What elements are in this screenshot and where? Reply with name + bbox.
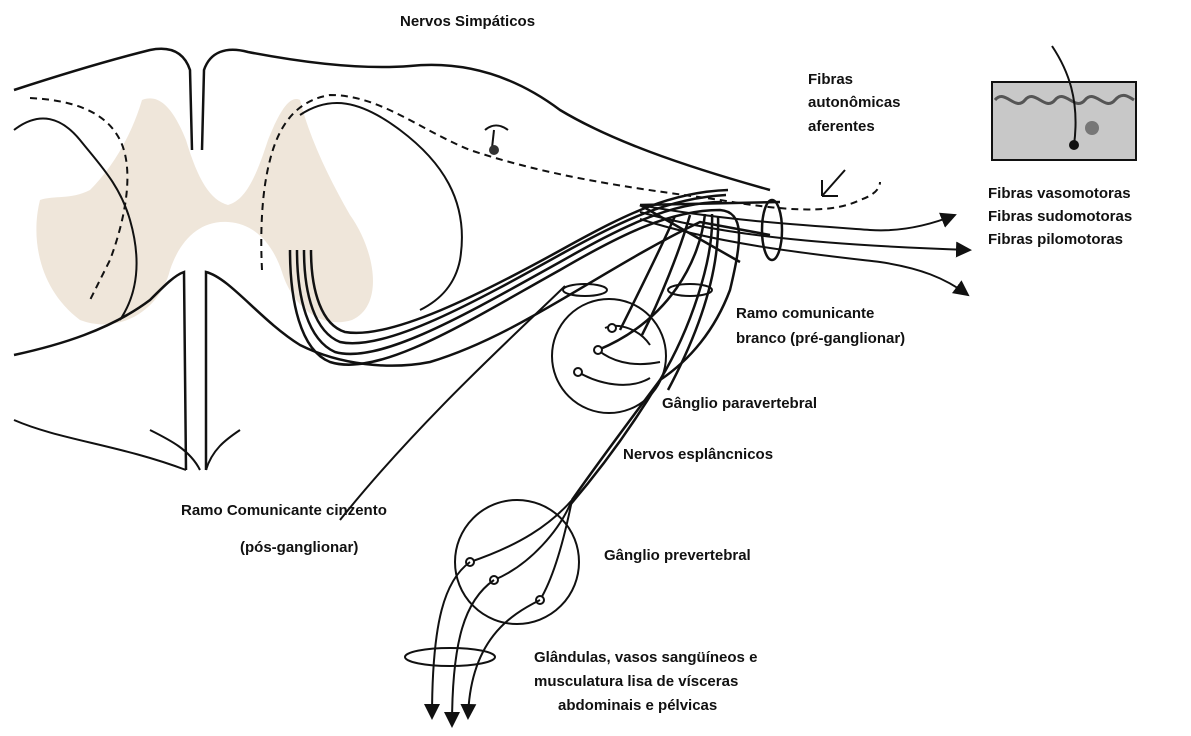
splanchnic-label: Nervos esplâncnicos bbox=[623, 443, 773, 466]
targets-label-line-2: musculatura lisa de vísceras bbox=[534, 670, 738, 693]
prevertebral-fibers bbox=[470, 500, 572, 600]
white-ramus-label-line-1: Ramo comunicante bbox=[736, 302, 874, 325]
afferent-cell-body bbox=[489, 145, 499, 155]
targets-label-line-1: Glândulas, vasos sangüíneos e bbox=[534, 646, 757, 669]
afferent-label-line-1: Fibras bbox=[808, 68, 853, 91]
afferent-label-line-2: autonômicas bbox=[808, 91, 901, 114]
gray-ramus-label-line-2: (pós-ganglionar) bbox=[240, 536, 358, 559]
visceral-fibers bbox=[432, 562, 540, 726]
prevertebral-label: Gânglio prevertebral bbox=[604, 544, 751, 567]
pilomotor-label: Fibras pilomotoras bbox=[988, 228, 1123, 251]
sudomotor-label: Fibras sudomotoras bbox=[988, 205, 1132, 228]
vasomotor-label: Fibras vasomotoras bbox=[988, 182, 1131, 205]
splanchnic-nerve bbox=[572, 380, 660, 500]
targets-label-line-3: abdominais e pélvicas bbox=[558, 694, 717, 717]
paravertebral-synapses bbox=[578, 326, 660, 385]
gray-matter bbox=[36, 98, 373, 324]
gray-ramus-label-line-1: Ramo Comunicante cinzento bbox=[181, 499, 387, 522]
afferent-arrow-icon bbox=[822, 170, 845, 196]
skin-inset bbox=[992, 46, 1136, 160]
afferent-label-line-3: aferentes bbox=[808, 115, 875, 138]
white-ramus-label-line-2: branco (pré-ganglionar) bbox=[736, 327, 905, 350]
title-label: Nervos Simpáticos bbox=[400, 10, 535, 33]
paravertebral-label: Gânglio paravertebral bbox=[662, 392, 817, 415]
